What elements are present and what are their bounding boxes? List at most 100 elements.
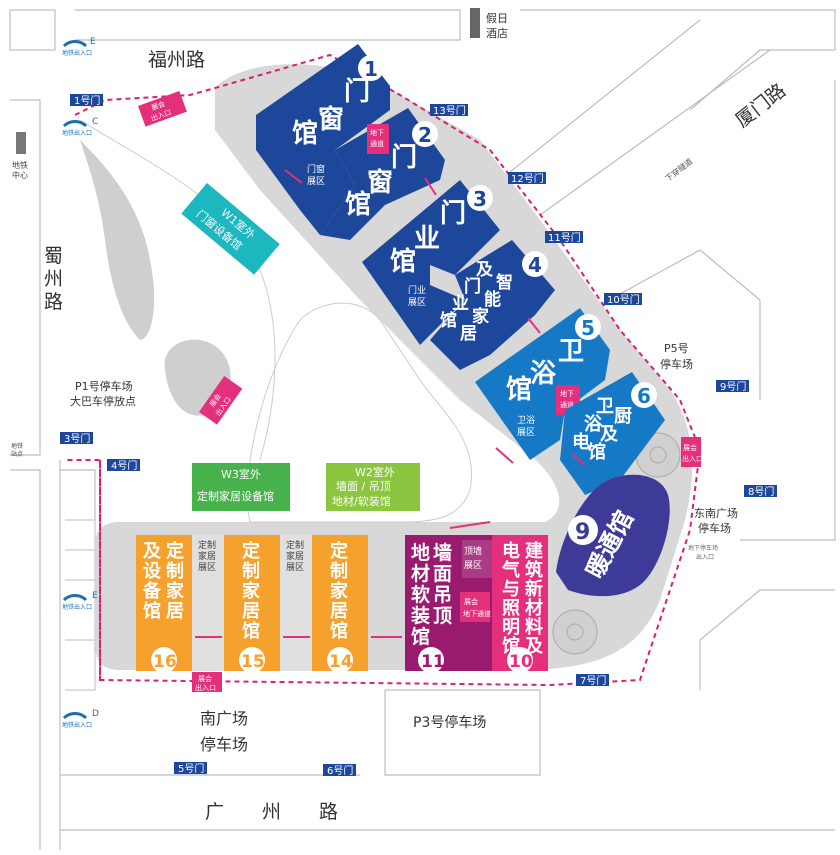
svg-text:P3号停车场: P3号停车场 bbox=[413, 714, 486, 731]
hall-15[interactable]: 定 制 家 居 馆 15 bbox=[224, 535, 280, 673]
block bbox=[699, 589, 835, 690]
outdoor-w1[interactable]: W1室外 门窗设备馆 bbox=[181, 183, 280, 275]
svg-text:8号门: 8号门 bbox=[748, 485, 774, 498]
road-xiamen: 厦门路 bbox=[732, 80, 790, 132]
expo-entrance-south[interactable]: 展会 出入口 bbox=[192, 672, 222, 692]
svg-text:料: 料 bbox=[525, 616, 543, 638]
gate-1[interactable]: 1号门 bbox=[70, 94, 103, 107]
underground-pass-3[interactable]: 展会 地下通道 bbox=[460, 592, 491, 622]
svg-text:E: E bbox=[90, 37, 96, 47]
svg-text:中心: 中心 bbox=[12, 170, 28, 180]
metro-small: 地铁 站点 bbox=[11, 442, 23, 458]
hall-14[interactable]: 定 制 家 居 馆 14 bbox=[312, 535, 368, 673]
hall-number-badge bbox=[151, 647, 177, 673]
expo-entrance-east[interactable]: 展会 出入口 bbox=[681, 437, 703, 467]
hall-2[interactable]: 2 门 窗 馆 bbox=[320, 108, 445, 240]
svg-text:4: 4 bbox=[528, 253, 542, 277]
hall-3-shape bbox=[362, 180, 500, 345]
road-shuzhou-1: 蜀 bbox=[44, 245, 63, 267]
svg-text:出入口: 出入口 bbox=[682, 454, 703, 463]
metro-exit-e-left[interactable]: E 地铁出入口 bbox=[62, 591, 98, 611]
hall-6[interactable]: 6 厨 及 馆 卫 浴 电 bbox=[560, 372, 665, 495]
svg-text:11号门: 11号门 bbox=[548, 231, 581, 244]
hall-number-badge bbox=[358, 55, 384, 81]
svg-text:展区: 展区 bbox=[286, 562, 304, 573]
svg-text:地材/软装馆: 地材/软装馆 bbox=[332, 494, 391, 508]
svg-text:地铁出入口: 地铁出入口 bbox=[62, 721, 92, 729]
gate-12[interactable]: 12号门 bbox=[508, 172, 546, 185]
svg-text:地下: 地下 bbox=[560, 389, 574, 398]
outdoor-w2[interactable]: W2室外 墙面 / 吊顶 地材/软装馆 bbox=[326, 463, 420, 511]
path-line bbox=[79, 119, 276, 461]
svg-text:及: 及 bbox=[476, 260, 494, 280]
gate-6[interactable]: 6号门 bbox=[323, 764, 356, 777]
svg-text:W2室外: W2室外 bbox=[355, 465, 395, 479]
metro-exit-c[interactable]: C 地铁出入口 bbox=[62, 117, 98, 137]
svg-text:气: 气 bbox=[501, 559, 520, 581]
metro-icon bbox=[62, 594, 88, 602]
gate-4[interactable]: 4号门 bbox=[107, 459, 140, 472]
svg-text:大巴车停放点: 大巴车停放点 bbox=[70, 394, 136, 408]
svg-text:2: 2 bbox=[418, 123, 432, 147]
svg-text:及: 及 bbox=[600, 424, 619, 445]
svg-text:停车场: 停车场 bbox=[698, 521, 731, 535]
custom-zone-b: 定制 家居 展区 bbox=[280, 535, 312, 671]
svg-text:家居: 家居 bbox=[286, 550, 304, 562]
hall-4[interactable]: 4 智 能 家 居 及 门 业 馆 bbox=[430, 240, 555, 370]
gate-11[interactable]: 11号门 bbox=[545, 231, 583, 244]
outdoor-w3[interactable]: W3室外 定制家居设备馆 bbox=[192, 463, 290, 511]
metro-exit-d[interactable]: D 地铁出入口 bbox=[62, 709, 99, 729]
svg-text:4号门: 4号门 bbox=[111, 459, 137, 472]
svg-text:馆: 馆 bbox=[506, 374, 532, 405]
svg-text:门业: 门业 bbox=[408, 284, 426, 296]
svg-text:装: 装 bbox=[410, 604, 430, 627]
road-edge bbox=[539, 49, 771, 216]
svg-text:3号门: 3号门 bbox=[64, 432, 90, 445]
svg-text:10: 10 bbox=[509, 652, 533, 672]
svg-text:东南广场: 东南广场 bbox=[694, 506, 738, 520]
svg-text:吊: 吊 bbox=[433, 584, 452, 606]
hall-10[interactable]: 建 筑 新 材 料 及 电 气 与 照 明 馆 10 bbox=[492, 535, 548, 673]
underpass-label: 下穿隧道 bbox=[663, 156, 694, 184]
road-guangzhou-2: 州 bbox=[262, 801, 281, 823]
hall-1[interactable]: 1 门 窗 馆 门窗 展区 bbox=[256, 44, 390, 235]
gate-10[interactable]: 10号门 bbox=[604, 293, 642, 306]
svg-text:展区: 展区 bbox=[464, 560, 482, 571]
svg-text:业: 业 bbox=[414, 224, 440, 254]
svg-text:居: 居 bbox=[330, 601, 348, 622]
connector-arrows bbox=[195, 169, 586, 638]
gate-5[interactable]: 5号门 bbox=[174, 762, 207, 775]
hall-number-badge bbox=[522, 251, 548, 277]
metro-exit-e-top[interactable]: E 地铁出入口 bbox=[62, 37, 96, 57]
svg-text:通道: 通道 bbox=[560, 400, 574, 409]
svg-text:展会: 展会 bbox=[683, 443, 697, 452]
hall-11[interactable]: 顶墙 展区 墙 面 吊 顶 地 材 软 装 馆 11 bbox=[405, 535, 492, 673]
svg-text:顶墙: 顶墙 bbox=[464, 545, 482, 557]
svg-text:地铁: 地铁 bbox=[12, 160, 28, 170]
gate-9[interactable]: 9号门 bbox=[716, 380, 749, 393]
gate-13[interactable]: 13号门 bbox=[430, 104, 468, 117]
hall-9[interactable]: 9 暖通馆 bbox=[556, 474, 670, 597]
svg-text:材: 材 bbox=[411, 562, 430, 585]
underground-pass-1[interactable]: 地下 通道 bbox=[367, 124, 389, 154]
hall-16[interactable]: 定 制 家 居 及 设 备 馆 16 bbox=[136, 535, 192, 673]
block bbox=[9, 9, 56, 51]
svg-text:地铁: 地铁 bbox=[11, 442, 23, 450]
svg-text:窗: 窗 bbox=[318, 104, 344, 135]
gate-3[interactable]: 3号门 bbox=[60, 432, 93, 445]
svg-text:地: 地 bbox=[411, 541, 430, 564]
svg-text:馆: 馆 bbox=[292, 118, 318, 149]
svg-text:出入口: 出入口 bbox=[195, 683, 216, 692]
svg-text:地铁出入口: 地铁出入口 bbox=[62, 49, 92, 57]
svg-text:建: 建 bbox=[525, 540, 543, 562]
gate-8[interactable]: 8号门 bbox=[744, 485, 777, 498]
svg-text:7号门: 7号门 bbox=[580, 674, 606, 687]
svg-text:南广场: 南广场 bbox=[200, 709, 248, 728]
hall-3[interactable]: 3 门 业 馆 门业 展区 bbox=[362, 180, 500, 345]
svg-text:顶: 顶 bbox=[433, 605, 452, 627]
svg-text:门: 门 bbox=[440, 199, 466, 229]
gate-7[interactable]: 7号门 bbox=[576, 674, 609, 687]
hall-5[interactable]: 5 卫 浴 馆 卫浴 展区 bbox=[475, 308, 610, 460]
block bbox=[10, 99, 41, 456]
svg-text:C: C bbox=[92, 117, 98, 127]
